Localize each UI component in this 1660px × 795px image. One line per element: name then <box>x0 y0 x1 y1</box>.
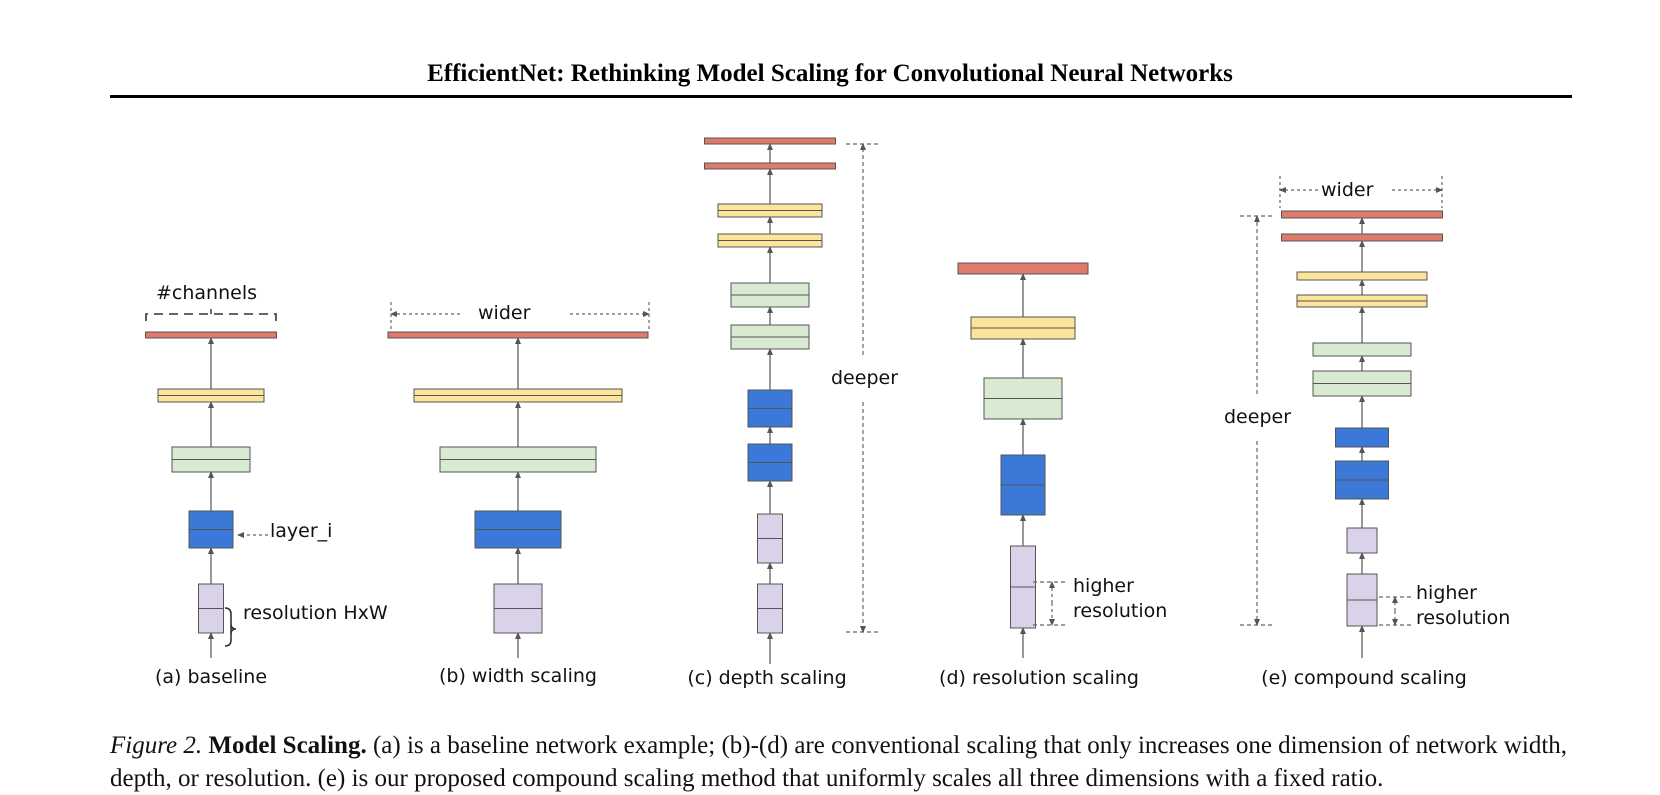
panel-label-b: (b) width scaling <box>439 665 597 687</box>
panel-label-d: (d) resolution scaling <box>939 667 1139 689</box>
panel-b-annotations: wider <box>390 302 650 330</box>
panel-b-output-layer <box>387 331 649 339</box>
resolution-brace <box>224 607 237 647</box>
panel-a-annotations: #channels layer_i resolution HxW <box>145 282 388 647</box>
header-rule <box>110 95 1572 98</box>
panel-d-output-layer <box>957 262 1089 275</box>
deeper-e-label: deeper <box>1224 406 1291 428</box>
channels-label: #channels <box>156 282 257 304</box>
resolution-e-label: resolution <box>1416 607 1510 629</box>
panel-e-yellow-layer <box>1296 271 1428 281</box>
panel-e-green-layer <box>1312 342 1412 357</box>
panel-c-annotations: deeper <box>831 143 898 633</box>
panel-labels: (a) baseline (b) width scaling (c) depth… <box>155 665 1467 689</box>
layer-label: layer_i <box>270 520 332 542</box>
resolution-d-label: resolution <box>1073 600 1167 622</box>
panel-a-output-layer <box>145 331 277 339</box>
higher-d-label: higher <box>1073 575 1134 597</box>
model-scaling-diagram: #channels layer_i resolution HxW wider d… <box>145 137 1510 689</box>
running-title: EfficientNet: Rethinking Model Scaling f… <box>427 60 1233 87</box>
higher-e-label: higher <box>1416 582 1477 604</box>
caption-label: Figure 2. <box>110 732 203 759</box>
panel-e-output-layer <box>1281 210 1443 219</box>
panel-e-blue-layer <box>1335 427 1389 448</box>
panel-d-annotations: higher resolution <box>1033 575 1167 626</box>
panel-d-network <box>957 262 1089 658</box>
panel-a-network <box>145 331 277 658</box>
caption-text: (a) is a baseline network example; (b)-(… <box>110 732 1568 792</box>
panel-e-output-layer <box>1281 233 1443 242</box>
panel-c-output-layer <box>704 137 836 145</box>
panel-e-network <box>1281 210 1443 658</box>
panel-label-c: (c) depth scaling <box>687 667 846 689</box>
channels-bracket <box>145 313 277 321</box>
panel-b-network <box>387 331 649 658</box>
resolution-label: resolution HxW <box>243 602 388 624</box>
figure-caption: Figure 2. Model Scaling. (a) is a baseli… <box>110 729 1580 795</box>
wider-b-label: wider <box>478 302 531 324</box>
panel-c-network <box>704 137 836 664</box>
panel-label-a: (a) baseline <box>155 666 267 688</box>
deeper-c-label: deeper <box>831 367 898 389</box>
panel-e-purple-layer <box>1346 527 1378 554</box>
caption-title: Model Scaling. <box>208 732 367 759</box>
panel-label-e: (e) compound scaling <box>1261 667 1467 689</box>
panel-c-output-layer <box>704 162 836 170</box>
panel-e-annotations: wider deeper higher resolution <box>1224 176 1510 629</box>
wider-e-label: wider <box>1321 179 1374 201</box>
network-panels <box>145 137 1443 664</box>
